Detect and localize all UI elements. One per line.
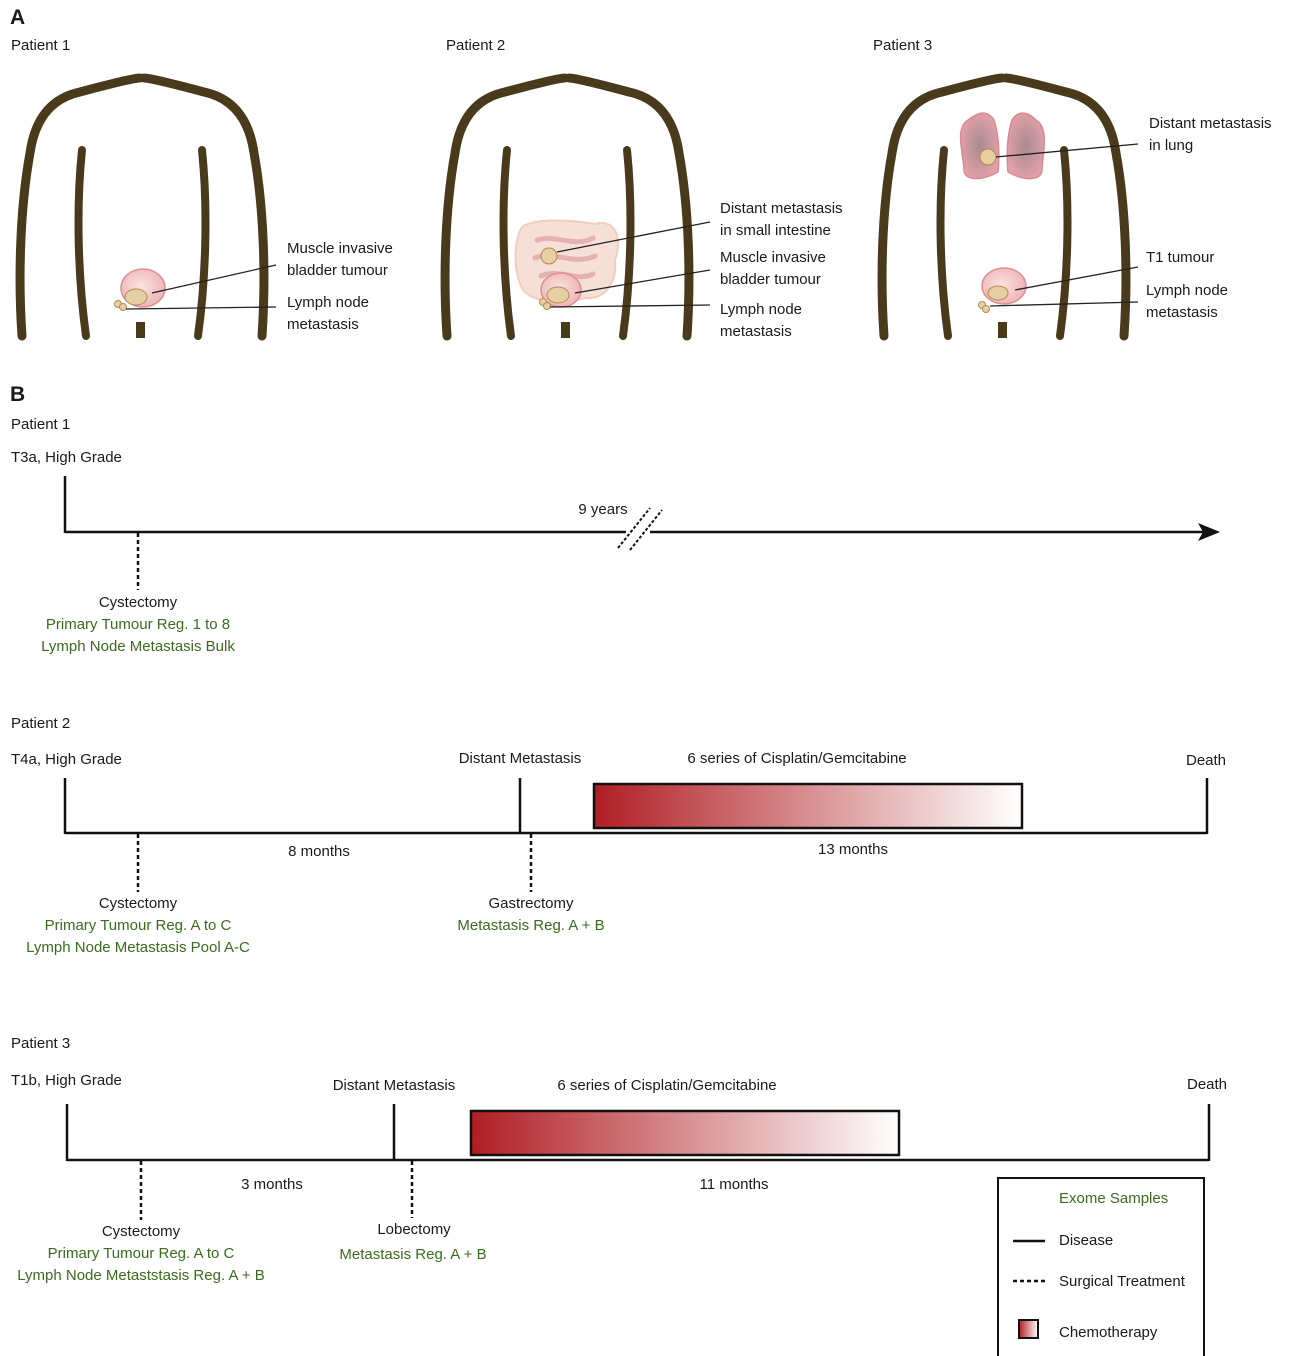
timeline-2-chemo: 6 series of Cisplatin/Gemcitabine: [687, 749, 906, 769]
patient-2-body-illustration: [445, 78, 689, 338]
timeline-3-stage: T1b, High Grade: [11, 1071, 122, 1091]
panel-b-label: B: [10, 383, 25, 407]
p2-intestine-label-2: in small intestine: [720, 221, 831, 241]
timeline-2-milestone: Distant Metastasis: [459, 749, 582, 769]
timeline-2-end: Death: [1186, 751, 1226, 771]
timeline-2-procedure-1: Cystectomy: [99, 894, 177, 914]
legend: Exome Samples Disease Surgical Treatment…: [997, 1177, 1205, 1356]
anatomy-patient-2-title: Patient 2: [446, 36, 505, 56]
timeline-3-procedure-2: Lobectomy: [377, 1220, 450, 1240]
patient-3-body-illustration: [882, 78, 1126, 338]
legend-title: Exome Samples: [1059, 1189, 1168, 1209]
timeline-1-stage: T3a, High Grade: [11, 448, 122, 468]
timeline-2-procedure-2: Gastrectomy: [488, 894, 573, 914]
p3-lymph-label-1: Lymph node: [1146, 281, 1228, 301]
anatomy-patient-3-title: Patient 3: [873, 36, 932, 56]
p2-intestine-label-1: Distant metastasis: [720, 199, 843, 219]
chemo-bar-patient-3: [471, 1111, 899, 1155]
p3-lung-label-1: Distant metastasis: [1149, 114, 1272, 134]
timeline-1-duration: 9 years: [578, 500, 627, 520]
p1-bladder-label-2: bladder tumour: [287, 261, 388, 281]
anatomy-patient-1-title: Patient 1: [11, 36, 70, 56]
timeline-patient-2: [65, 778, 1207, 892]
timeline-3-sample-2: Lymph Node Metaststasis Reg. A + B: [17, 1266, 265, 1286]
panel-a-label: A: [10, 6, 25, 30]
timeline-2-stage: T4a, High Grade: [11, 750, 122, 770]
p1-lymph-label-2: metastasis: [287, 315, 359, 335]
timeline-3-duration-1: 3 months: [241, 1175, 303, 1195]
legend-surgery-label: Surgical Treatment: [1059, 1272, 1185, 1292]
timeline-3-sample-3: Metastasis Reg. A + B: [339, 1245, 486, 1265]
timeline-3-chemo: 6 series of Cisplatin/Gemcitabine: [557, 1076, 776, 1096]
chemo-bar-patient-2: [594, 784, 1022, 828]
p1-bladder-label-1: Muscle invasive: [287, 239, 393, 259]
legend-chemo-symbol: [1019, 1320, 1038, 1338]
timeline-patient-1: [65, 476, 1220, 590]
timeline-3-milestone: Distant Metastasis: [333, 1076, 456, 1096]
p1-lymph-label-1: Lymph node: [287, 293, 369, 313]
timeline-2-duration-1: 8 months: [288, 842, 350, 862]
timeline-2-duration-2: 13 months: [818, 840, 888, 860]
p2-lymph-label-1: Lymph node: [720, 300, 802, 320]
timeline-3-sample-1: Primary Tumour Reg. A to C: [48, 1244, 235, 1264]
timeline-2-sample-2: Lymph Node Metastasis Pool A-C: [26, 938, 250, 958]
timeline-1-procedure: Cystectomy: [99, 593, 177, 613]
p3-t1-label: T1 tumour: [1146, 248, 1214, 268]
p2-lymph-label-2: metastasis: [720, 322, 792, 342]
timeline-2-patient: Patient 2: [11, 714, 70, 734]
p2-bladder-label-1: Muscle invasive: [720, 248, 826, 268]
timeline-2-sample-1: Primary Tumour Reg. A to C: [45, 916, 232, 936]
legend-disease-label: Disease: [1059, 1231, 1113, 1251]
p3-lymph-label-2: metastasis: [1146, 303, 1218, 323]
timeline-3-duration-2: 11 months: [700, 1175, 769, 1195]
p3-lung-label-2: in lung: [1149, 136, 1193, 156]
timeline-2-sample-3: Metastasis Reg. A + B: [457, 916, 604, 936]
timeline-3-patient: Patient 3: [11, 1034, 70, 1054]
legend-symbols: [1011, 1234, 1047, 1344]
legend-chemo-label: Chemotherapy: [1059, 1323, 1157, 1343]
patient-1-body-illustration: [20, 78, 264, 338]
timeline-1-sample-1: Primary Tumour Reg. 1 to 8: [46, 615, 230, 635]
timeline-1-sample-2: Lymph Node Metastasis Bulk: [41, 637, 235, 657]
timeline-3-procedure-1: Cystectomy: [102, 1222, 180, 1242]
p2-bladder-label-2: bladder tumour: [720, 270, 821, 290]
timeline-3-end: Death: [1187, 1075, 1227, 1095]
timeline-1-patient: Patient 1: [11, 415, 70, 435]
